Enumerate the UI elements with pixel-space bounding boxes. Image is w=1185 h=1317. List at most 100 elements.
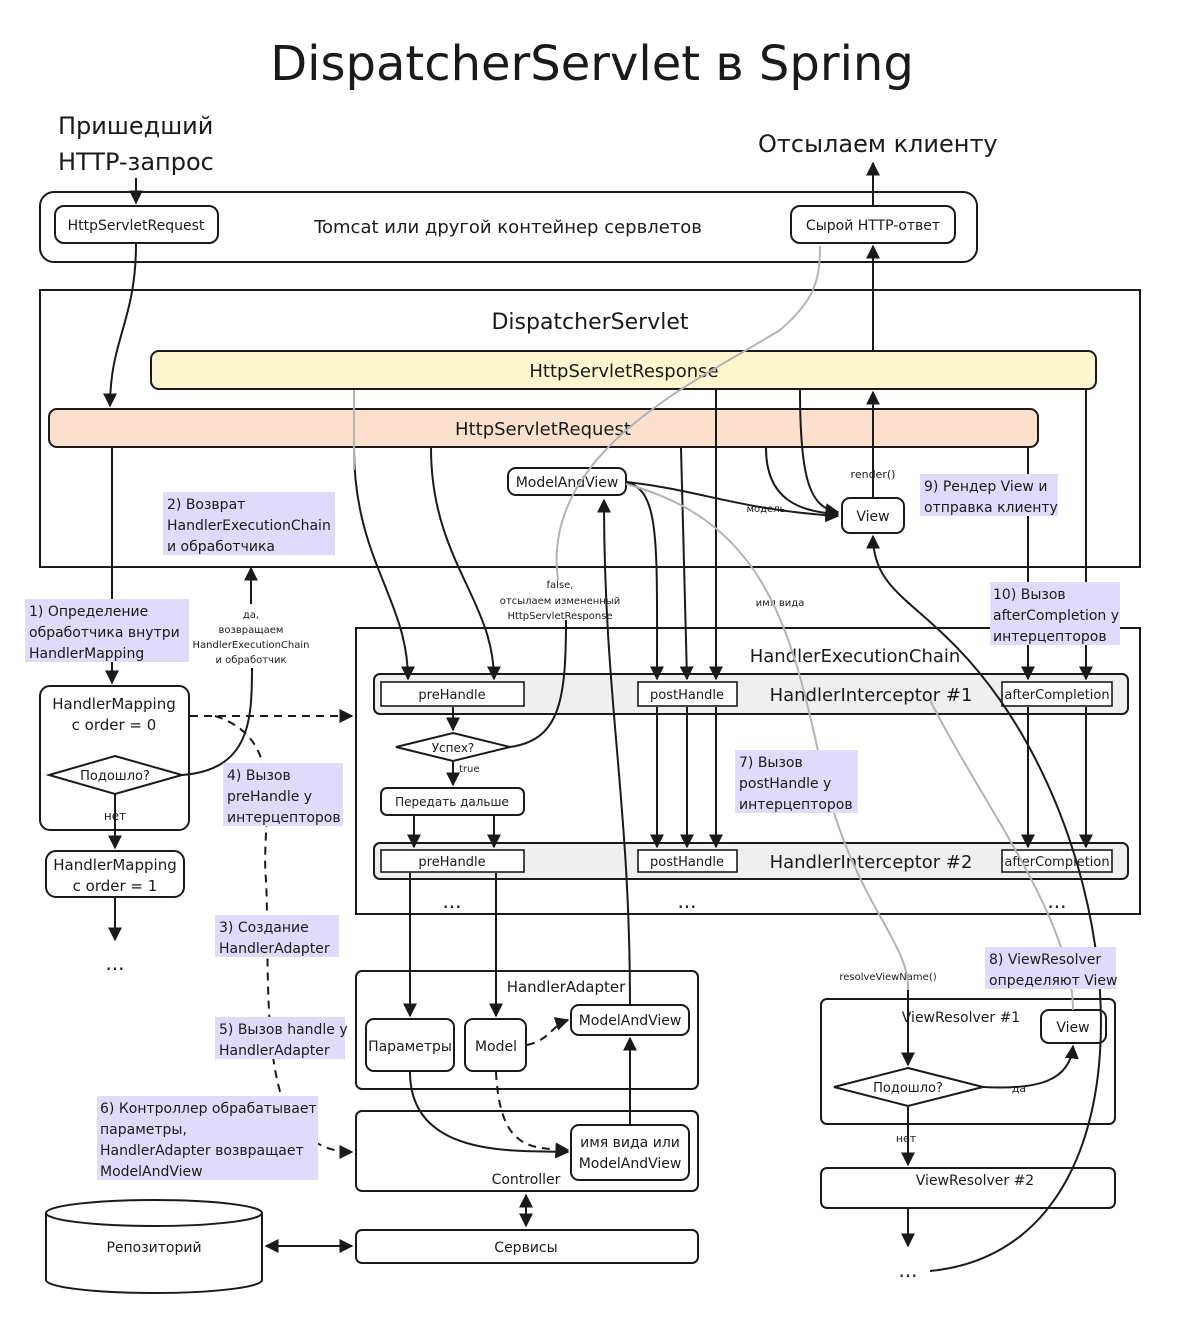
note-2-line-1: 2) Возврат (167, 497, 245, 513)
handler-mapping-0-title: HandlerMapping (52, 695, 175, 713)
note-7: 7) Вызов postHandle у интерцепторов (735, 750, 858, 813)
after-completion-2-box (1001, 849, 1113, 873)
mav-to-resolver-gray (625, 483, 910, 991)
mapping-ellipsis: ... (105, 951, 124, 975)
false-label-1: false, (547, 580, 574, 591)
note-6: 6) Контроллер обрабатывает параметры, Ha… (97, 1096, 318, 1180)
note-2-line-2: HandlerExecutionChain (167, 518, 331, 534)
controller-result-line-2: ModelAndView (579, 1156, 682, 1172)
servlet-response-label: HttpServletResponse (529, 361, 718, 382)
note-3-line-1: 3) Создание (219, 920, 309, 936)
tomcat-request-box (54, 205, 219, 244)
resolver-yes-label: да (1012, 1082, 1026, 1095)
note-1-line-3: HandlerMapping (29, 646, 144, 662)
note-8: 8) ViewResolver определяют View (985, 947, 1118, 989)
after-completion-1-label: afterCompletion (1004, 688, 1109, 703)
chain-ellipsis-mid: ... (677, 889, 696, 913)
mapping-yes-arrow (181, 667, 253, 776)
view-resolver-1-label: ViewResolver #1 (902, 1010, 1020, 1026)
post-handle-1-label: postHandle (650, 688, 724, 703)
tomcat-request-label: HttpServletRequest (68, 218, 205, 234)
false-label-2: отсылаем измененный (500, 596, 620, 607)
adapter-model-and-view-label: ModelAndView (579, 1013, 682, 1029)
resolver-ellipsis: ... (898, 1258, 917, 1282)
model-to-mav-dashed (526, 1017, 570, 1046)
resolver-view-label: View (1056, 1020, 1089, 1036)
raw-response-label: Сырой HTTP-ответ (806, 218, 940, 234)
interceptor-2-row (373, 842, 1129, 880)
note-5: 5) Вызов handle у HandlerAdapter (215, 1017, 348, 1059)
request-to-prehandle-a (353, 447, 415, 681)
view-resolver-2-box (820, 1167, 1116, 1209)
note-8-line-1: 8) ViewResolver (989, 952, 1101, 968)
resolve-view-name-label: resolveViewName() (839, 972, 936, 983)
pass-on-box (380, 787, 525, 816)
params-label: Параметры (368, 1039, 452, 1055)
resolver-yes-arrow (982, 1044, 1079, 1089)
note-3: 3) Создание HandlerAdapter (215, 915, 339, 957)
servlet-response-bar (150, 350, 1097, 390)
execution-chain-label: HandlerExecutionChain (750, 646, 961, 667)
note-7-line-2: postHandle у (739, 776, 831, 792)
after-completion-2-label: afterCompletion (1004, 855, 1109, 870)
repository-label: Репозиторий (106, 1240, 201, 1256)
view-name-edge-label: имя вида (756, 598, 805, 609)
controller-result-line-1: имя вида или (580, 1135, 680, 1151)
pre-handle-1-box (380, 681, 525, 707)
request-to-dispatcher-arrow (103, 243, 137, 408)
note-6-line-1: 6) Контроллер обрабатывает (100, 1101, 317, 1117)
response-to-view-arrow (799, 389, 840, 518)
params-to-controller-arrow (409, 1071, 570, 1159)
mav-to-view-model-arrow (625, 481, 840, 523)
view-resolver-2-label: ViewResolver #2 (916, 1173, 1034, 1189)
note-1: 1) Определение обработчика внутри Handle… (25, 599, 189, 662)
note-1-line-2: обработчика внутри (29, 625, 180, 641)
servlet-request-bar (48, 408, 1039, 448)
note-4: 4) Вызов preHandle у интерцепторов (223, 763, 343, 826)
handler-adapter-label: HandlerAdapter (507, 978, 626, 996)
handler-mapping-0-order: с order = 0 (72, 716, 157, 734)
resolver-no-label: нет (896, 1132, 917, 1145)
interceptor-2-label: HandlerInterceptor #2 (770, 852, 973, 873)
post-handle-1-box (637, 681, 738, 707)
note-1-line-1: 1) Определение (29, 604, 148, 620)
note-10-line-2: afterCompletion у (993, 608, 1119, 624)
incoming-label-1: Пришедший (58, 112, 213, 140)
tomcat-container (39, 191, 978, 263)
model-to-controller-dashed (495, 1071, 570, 1157)
note-9-line-2: отправка клиенту (924, 500, 1058, 516)
note-4-line-3: интерцепторов (227, 810, 341, 826)
note-4-line-2: preHandle у (227, 789, 312, 805)
adapter-mav-to-dispatcher (597, 498, 631, 1005)
params-box (365, 1018, 455, 1072)
pass-on-label: Передать дальше (395, 795, 509, 809)
chain-ellipsis-left: ... (442, 889, 461, 913)
services-box (355, 1229, 699, 1264)
model-edge-label: модель (746, 504, 785, 515)
note-6-line-3: HandlerAdapter возвращает (100, 1143, 304, 1159)
note-2: 2) Возврат HandlerExecutionChain и обраб… (163, 492, 335, 555)
note-8-line-2: определяют View (989, 973, 1118, 989)
post-handle-2-label: postHandle (650, 855, 724, 870)
mapping-yes-label-1: да, (243, 610, 259, 621)
pre-handle-2-box (380, 849, 525, 873)
false-to-raw-response (555, 245, 821, 581)
true-label: true (459, 764, 480, 775)
controller-result-box (570, 1124, 690, 1181)
note-9: 9) Рендер View и отправка клиенту (920, 474, 1058, 516)
note-6-line-4: ModelAndView (100, 1164, 203, 1180)
note-5-line-2: HandlerAdapter (219, 1043, 330, 1059)
dispatcher-label: DispatcherServlet (491, 310, 688, 335)
resolver-fit-label: Подошло? (873, 1081, 943, 1096)
model-label: Model (475, 1039, 517, 1055)
model-and-view-label: ModelAndView (516, 475, 619, 491)
decision-false-line (509, 619, 567, 748)
services-label: Сервисы (494, 1240, 557, 1256)
note-10-line-3: интерцепторов (993, 629, 1107, 645)
success-decision (395, 731, 511, 763)
outgoing-label: Отсылаем клиенту (758, 130, 998, 158)
view-box (841, 497, 905, 534)
note-4-line-1: 4) Вызов (227, 768, 291, 784)
model-and-view-box (507, 467, 627, 496)
